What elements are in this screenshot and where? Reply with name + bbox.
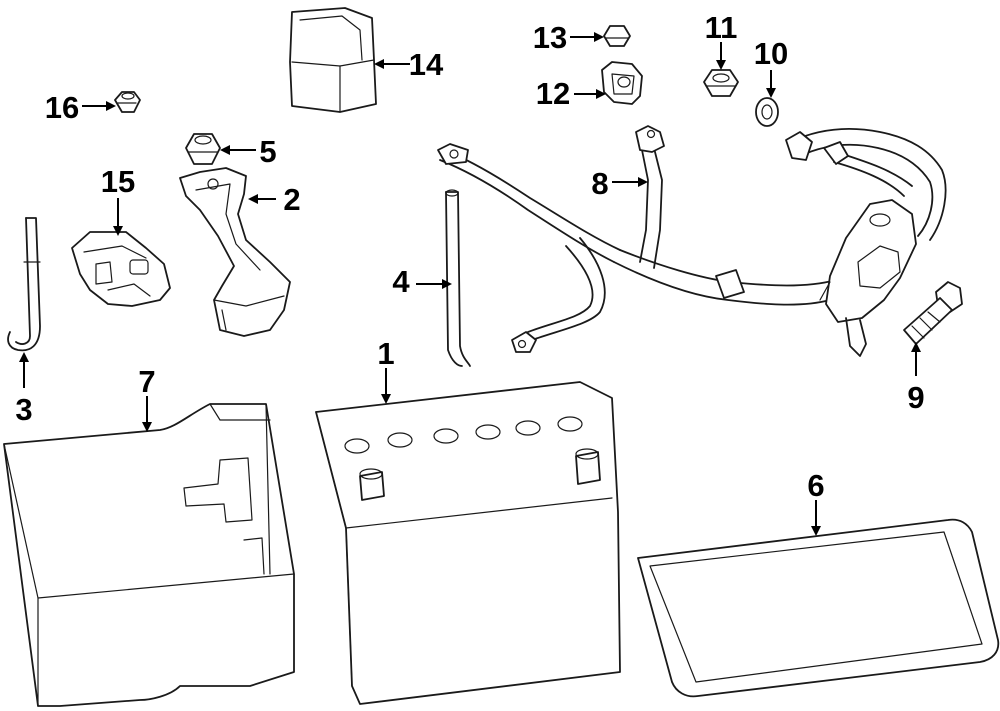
part-12-clip[interactable] [601,61,643,105]
callout-12: 12 [536,76,570,111]
part-7-battery-insulator[interactable] [3,403,295,707]
part-16-nut[interactable] [114,91,141,113]
callout-10: 10 [754,36,788,71]
callout-8: 8 [591,166,608,201]
callout-2: 2 [283,182,300,217]
part-5-nut[interactable] [185,133,221,165]
part-6-battery-tray[interactable] [637,518,1000,698]
callout-4: 4 [392,264,410,299]
part-1-battery[interactable] [315,381,621,705]
part-4-hold-down-rod[interactable] [445,189,471,367]
part-11-flange-nut[interactable] [703,69,739,97]
callout-15: 15 [101,164,135,199]
callout-11: 11 [705,10,738,45]
callout-1: 1 [377,336,394,371]
callout-16: 16 [45,90,79,125]
callout-13: 13 [533,20,567,55]
callout-9: 9 [907,380,924,415]
callout-3: 3 [15,392,32,427]
callout-14: 14 [409,47,444,82]
part-2-hold-down-bracket[interactable] [179,167,291,337]
callout-labels: 1 2 3 4 5 6 7 8 9 10 11 12 13 14 15 16 [15,10,924,503]
callout-6: 6 [807,468,824,503]
part-13-nut[interactable] [603,25,631,47]
callout-5: 5 [259,134,276,169]
part-10-washer[interactable] [755,97,779,127]
positive-cable-assembly[interactable] [785,127,947,357]
callout-7: 7 [138,364,155,399]
part-15-terminal-block[interactable] [71,231,171,307]
callout-leaders [19,32,921,536]
part-9-bolt[interactable] [903,281,963,345]
part-8-battery-cable[interactable] [437,125,837,353]
part-3-j-bolt[interactable] [7,217,41,352]
part-14-terminal-cover[interactable] [289,7,377,113]
